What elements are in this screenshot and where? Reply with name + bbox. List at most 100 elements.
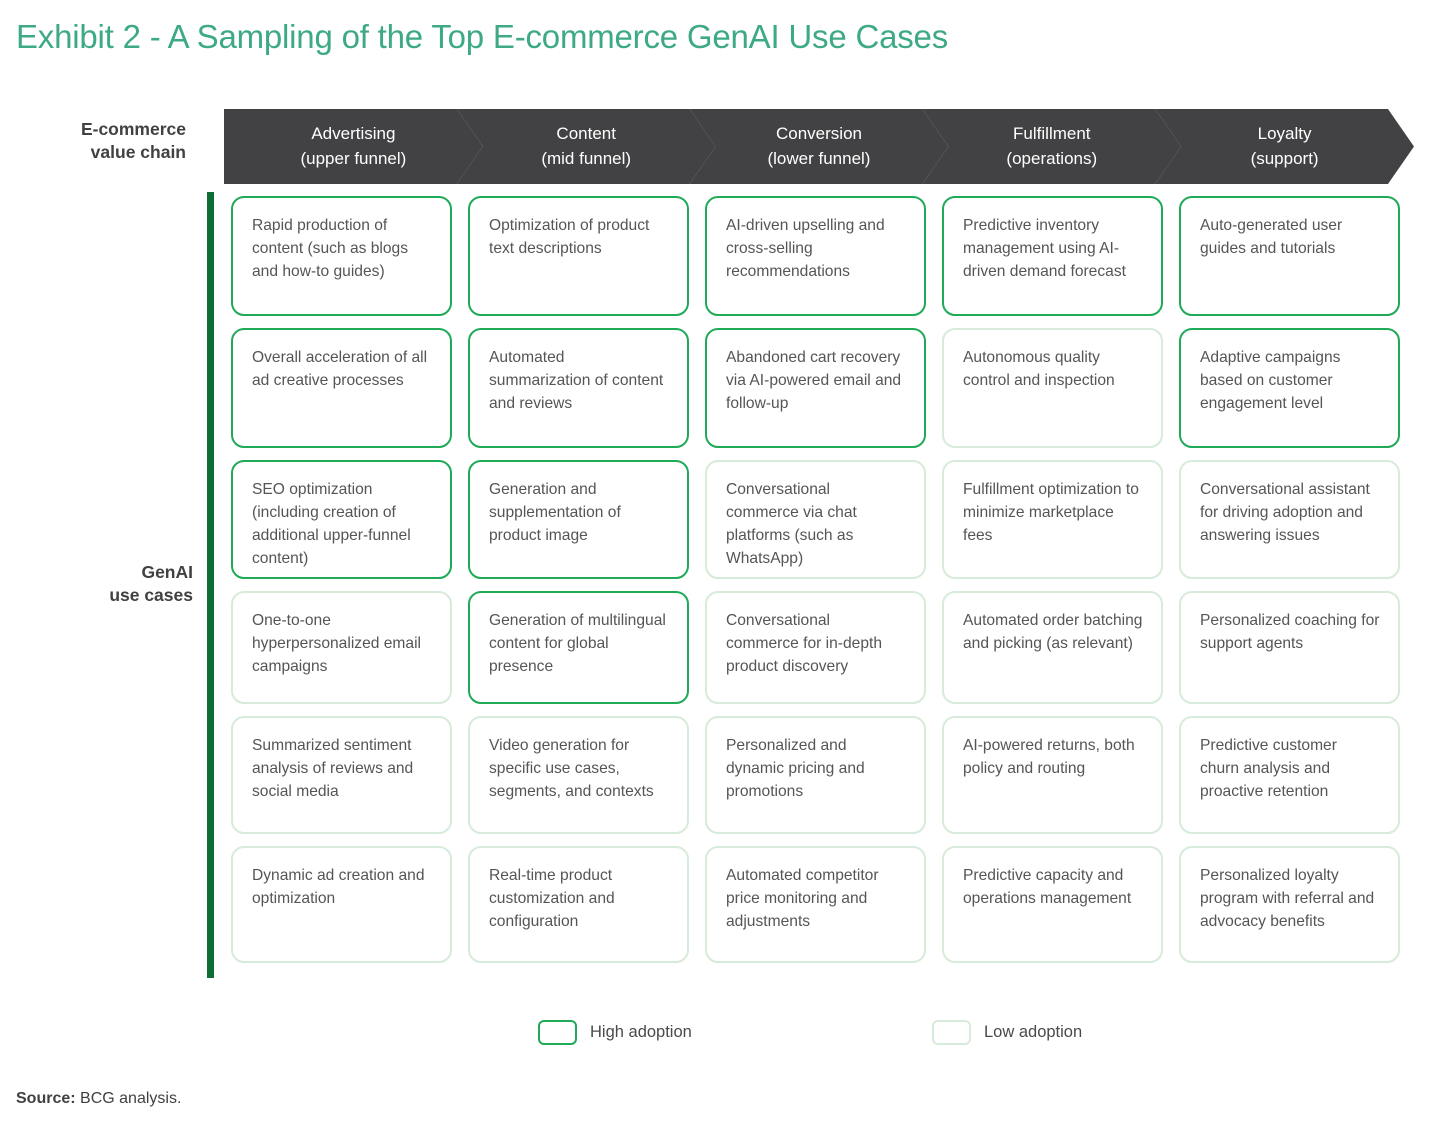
use-case-row: Summarized sentiment analysis of reviews…	[231, 716, 1414, 834]
source-note: Source: BCG analysis.	[16, 1090, 181, 1108]
use-case-card[interactable]: Summarized sentiment analysis of reviews…	[231, 716, 452, 834]
use-case-card-text: Video generation for specific use cases,…	[489, 737, 654, 800]
use-case-card[interactable]: AI-driven upselling and cross-selling re…	[705, 196, 926, 316]
chevron-fulfillment: Fulfillment (operations)	[922, 109, 1181, 184]
use-case-card[interactable]: Personalized loyalty program with referr…	[1179, 846, 1400, 963]
legend: High adoption Low adoption	[0, 1020, 1440, 1054]
use-case-card-text: Personalized and dynamic pricing and pro…	[726, 737, 865, 800]
high-adoption-swatch-icon	[538, 1020, 577, 1045]
use-case-card[interactable]: Auto-generated user guides and tutorials	[1179, 196, 1400, 316]
chevron-label-content: Content (mid funnel)	[533, 122, 639, 170]
use-case-row: SEO optimization (including creation of …	[231, 460, 1414, 579]
source-prefix: Source:	[16, 1090, 76, 1107]
use-case-card[interactable]: Predictive inventory management using AI…	[942, 196, 1163, 316]
chevron-label-loyalty: Loyalty(support)	[1243, 122, 1327, 170]
use-case-row: Overall acceleration of all ad creative …	[231, 328, 1414, 448]
chevron-label-conversion: Conversion (lower funnel)	[759, 122, 878, 170]
use-case-card[interactable]: AI-powered returns, both policy and rout…	[942, 716, 1163, 834]
use-case-card-text: Automated summarization of content and r…	[489, 349, 664, 412]
use-case-card[interactable]: Conversational assistant for driving ado…	[1179, 460, 1400, 579]
use-case-card[interactable]: Dynamic ad creation and optimization	[231, 846, 452, 963]
use-case-card-text: Automated order batching and picking (as…	[963, 612, 1143, 652]
green-spine-divider	[207, 192, 214, 978]
use-case-card-text: One-to-one hyperpersonalized email campa…	[252, 612, 422, 675]
use-case-card[interactable]: Generation and supplementation of produc…	[468, 460, 689, 579]
use-case-card-text: Autonomous quality control and inspectio…	[963, 349, 1115, 389]
use-case-card-text: Personalized loyalty program with referr…	[1200, 867, 1375, 930]
chevron-title: Advertising	[311, 124, 396, 144]
use-cases-axis-label: GenAI use cases	[109, 562, 193, 606]
use-case-card-text: Dynamic ad creation and optimization	[252, 867, 425, 907]
use-case-card-text: Fulfillment optimization to minimize mar…	[963, 481, 1139, 544]
low-adoption-swatch-icon	[932, 1020, 971, 1045]
legend-label-low: Low adoption	[984, 1023, 1083, 1041]
use-case-card[interactable]: Automated summarization of content and r…	[468, 328, 689, 448]
use-case-card[interactable]: Predictive capacity and operations manag…	[942, 846, 1163, 963]
chevron-subtitle: (upper funnel)	[300, 148, 407, 168]
use-case-card[interactable]: Personalized and dynamic pricing and pro…	[705, 716, 926, 834]
use-case-card-text: Adaptive campaigns based on customer eng…	[1200, 349, 1341, 412]
chevron-subtitle: (operations)	[1006, 148, 1098, 168]
chevron-title: Conversion	[775, 124, 862, 144]
chevron-content: Content (mid funnel)	[457, 109, 716, 184]
chevron-loyalty: Loyalty(support)	[1155, 109, 1414, 184]
page-title: Exhibit 2 - A Sampling of the Top E-comm…	[16, 18, 948, 55]
use-case-card-text: Overall acceleration of all ad creative …	[252, 349, 428, 389]
value-chain-axis-label: E-commerce value chain	[80, 119, 186, 163]
use-case-card-text: Rapid production of content (such as blo…	[252, 217, 409, 280]
legend-item-low-adoption: Low adoption	[932, 1020, 1082, 1045]
use-case-card[interactable]: Generation of multilingual content for g…	[468, 591, 689, 704]
use-case-card-text: Conversational commerce for in-depth pro…	[726, 612, 882, 675]
use-case-card-text: Conversational assistant for driving ado…	[1200, 481, 1370, 544]
use-case-card-text: Predictive capacity and operations manag…	[963, 867, 1132, 907]
chevron-title: Content	[556, 124, 616, 144]
use-case-card[interactable]: Automated competitor price monitoring an…	[705, 846, 926, 963]
chevron-title: Fulfillment	[1013, 124, 1091, 144]
use-case-card[interactable]: Overall acceleration of all ad creative …	[231, 328, 452, 448]
chevron-title: Loyalty	[1257, 124, 1312, 144]
chevron-subtitle: (mid funnel)	[541, 148, 632, 168]
use-case-card[interactable]: Fulfillment optimization to minimize mar…	[942, 460, 1163, 579]
chevron-label-advertising: Advertising (upper funnel)	[292, 122, 414, 170]
use-case-card[interactable]: Automated order batching and picking (as…	[942, 591, 1163, 704]
use-case-grid: Rapid production of content (such as blo…	[231, 196, 1414, 975]
chevron-conversion: Conversion (lower funnel)	[690, 109, 949, 184]
use-case-card-text: SEO optimization (including creation of …	[252, 481, 411, 567]
value-chain-chevron-header: Advertising (upper funnel) Content (mid fun…	[224, 109, 1414, 184]
use-case-card[interactable]: One-to-one hyperpersonalized email campa…	[231, 591, 452, 704]
use-case-card[interactable]: Real-time product customization and conf…	[468, 846, 689, 963]
use-case-card-text: Predictive inventory management using AI…	[963, 217, 1126, 280]
chevron-advertising: Advertising (upper funnel)	[224, 109, 483, 184]
use-case-card-text: Automated competitor price monitoring an…	[726, 867, 879, 930]
use-case-card-text: Conversational commerce via chat platfor…	[726, 481, 857, 567]
use-case-card-text: Summarized sentiment analysis of reviews…	[252, 737, 414, 800]
use-case-card-text: Predictive customer churn analysis and p…	[1200, 737, 1337, 800]
use-case-card[interactable]: Abandoned cart recovery via AI-powered e…	[705, 328, 926, 448]
use-case-card[interactable]: Personalized coaching for support agents	[1179, 591, 1400, 704]
use-case-card-text: Auto-generated user guides and tutorials	[1200, 217, 1343, 257]
use-case-card[interactable]: SEO optimization (including creation of …	[231, 460, 452, 579]
use-case-card-text: Personalized coaching for support agents	[1200, 612, 1380, 652]
use-case-card[interactable]: Conversational commerce via chat platfor…	[705, 460, 926, 579]
use-case-row: One-to-one hyperpersonalized email campa…	[231, 591, 1414, 704]
chevron-subtitle: (lower funnel)	[767, 148, 871, 168]
use-case-card[interactable]: Rapid production of content (such as blo…	[231, 196, 452, 316]
use-case-card-text: Abandoned cart recovery via AI-powered e…	[726, 349, 902, 412]
use-case-card-text: AI-powered returns, both policy and rout…	[963, 737, 1135, 777]
use-case-card-text: Optimization of product text description…	[489, 217, 650, 257]
legend-item-high-adoption: High adoption	[538, 1020, 692, 1045]
use-case-card[interactable]: Autonomous quality control and inspectio…	[942, 328, 1163, 448]
use-case-card[interactable]: Adaptive campaigns based on customer eng…	[1179, 328, 1400, 448]
chevron-label-fulfillment: Fulfillment (operations)	[998, 122, 1105, 170]
use-case-card-text: Generation of multilingual content for g…	[489, 612, 666, 675]
use-case-row: Dynamic ad creation and optimization Real…	[231, 846, 1414, 963]
use-case-card[interactable]: Video generation for specific use cases,…	[468, 716, 689, 834]
use-case-card-text: Real-time product customization and conf…	[489, 867, 615, 930]
use-case-row: Rapid production of content (such as blo…	[231, 196, 1414, 316]
legend-label-high: High adoption	[590, 1023, 692, 1041]
use-case-card[interactable]: Optimization of product text description…	[468, 196, 689, 316]
use-case-card-text: AI-driven upselling and cross-selling re…	[726, 217, 885, 280]
use-case-card[interactable]: Predictive customer churn analysis and p…	[1179, 716, 1400, 834]
use-case-card[interactable]: Conversational commerce for in-depth pro…	[705, 591, 926, 704]
